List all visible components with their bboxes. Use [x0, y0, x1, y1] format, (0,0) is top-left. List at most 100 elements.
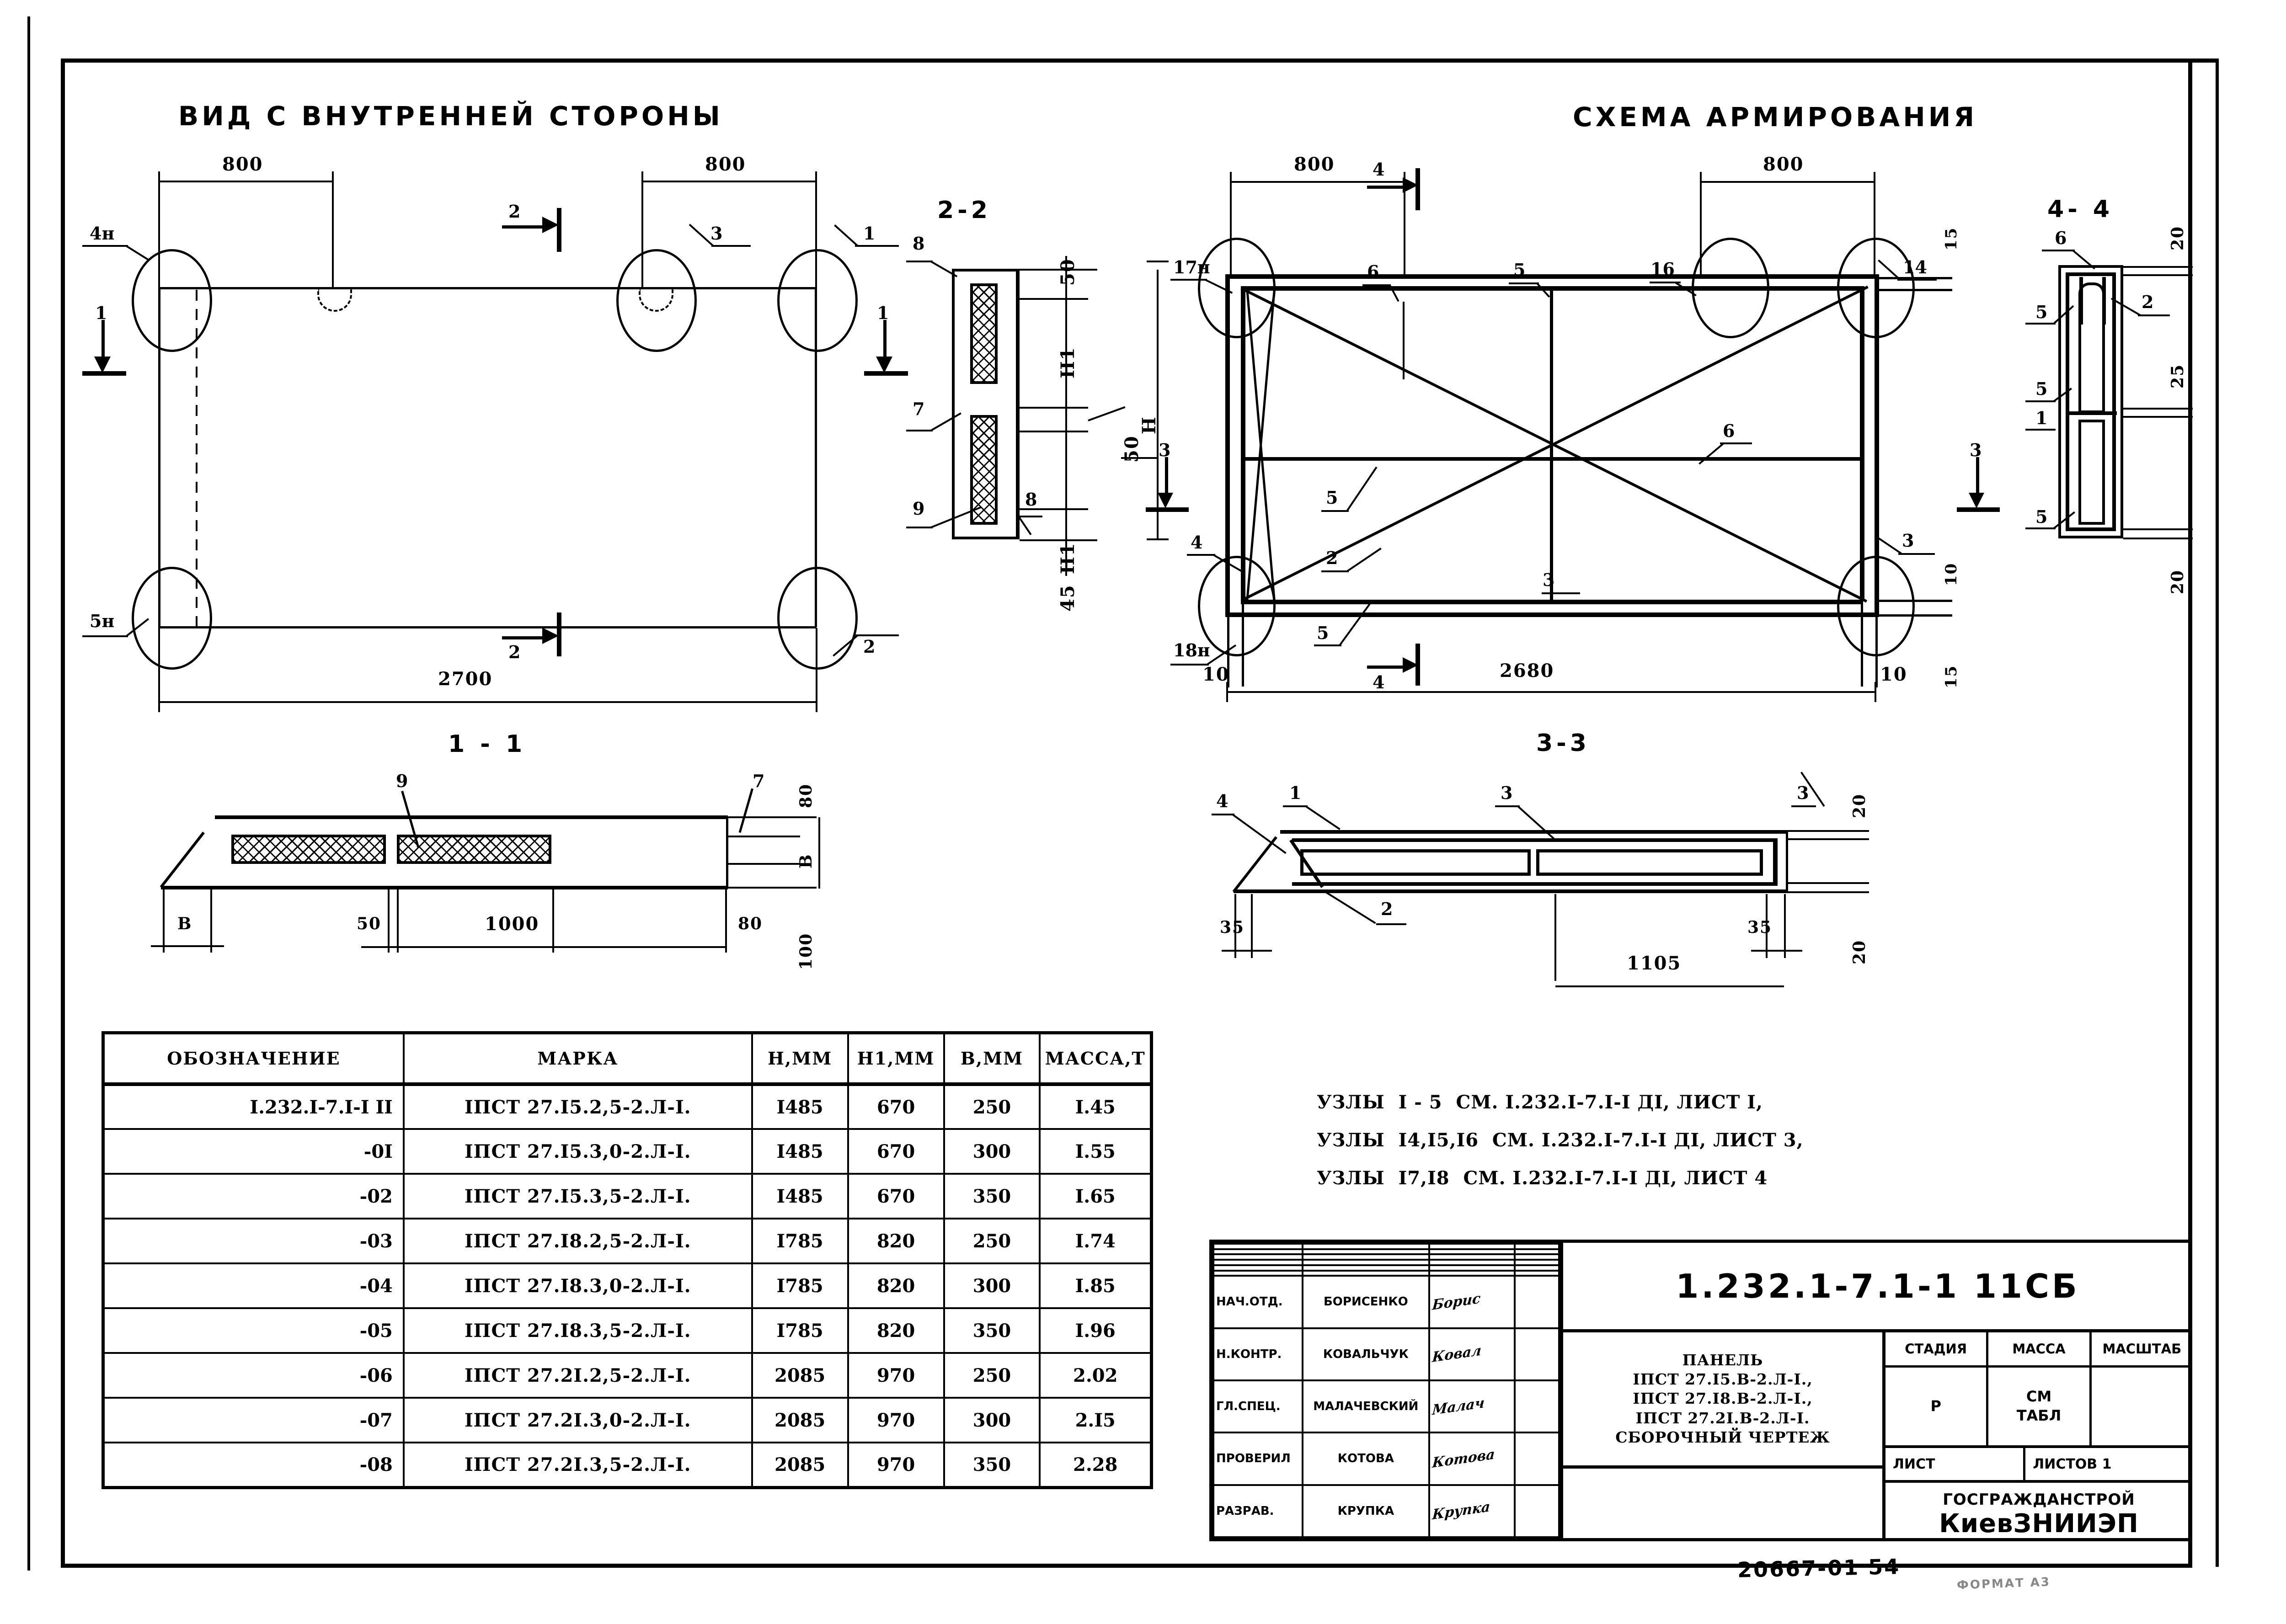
dim-ext-line — [158, 181, 160, 288]
tb-cell — [1428, 1248, 1516, 1256]
cell-h: I485 — [751, 1128, 849, 1175]
mark-label-2-r: 2 — [1326, 548, 1338, 568]
section-arrow-stem — [502, 636, 548, 639]
tb-date — [1514, 1275, 1560, 1329]
dim-label-H1-upper: H1 — [1057, 346, 1079, 378]
cell-mass: I.96 — [1039, 1307, 1153, 1354]
tb-date — [1514, 1379, 1560, 1434]
tb-cell — [1301, 1264, 1431, 1272]
section-4-4-cross-bar — [2066, 411, 2117, 415]
tb-signature: Малач — [1428, 1379, 1516, 1434]
tb-name: КРУПКА — [1301, 1484, 1431, 1539]
mark-label-2: 2 — [863, 636, 876, 657]
dim-ext-line — [1404, 181, 1405, 278]
dim-tick-line — [1020, 508, 1088, 510]
section-arrow-stem — [1976, 457, 1979, 496]
mark-label-5-mid: 5 — [1326, 487, 1338, 508]
mark-label-7: 7 — [913, 399, 925, 419]
dim-tick-line — [1020, 431, 1088, 432]
section-arrow-stem — [101, 320, 105, 361]
dim-label-800-right-2: 800 — [1763, 154, 1804, 175]
tb-cell — [1514, 1269, 1560, 1277]
mark-label-6-44: 6 — [2055, 228, 2067, 248]
node-circle-1 — [777, 249, 858, 352]
cell-mass: 2.I5 — [1039, 1397, 1153, 1443]
leader-line — [1495, 805, 1520, 807]
tb-role: РАЗРАВ. — [1212, 1484, 1303, 1539]
dim-line-800-left-2 — [1231, 181, 1405, 183]
org-line-1: ГОСГРАЖДАНСТРОЙ — [1943, 1491, 2135, 1509]
mass-value-line2: ТАБЛ — [2016, 1407, 2062, 1424]
tb-cell — [1301, 1243, 1431, 1250]
notes-block: УЗЛЫ I - 5 СМ. I.232.I-7.I-I ДI, ЛИСТ I,… — [1317, 1092, 1804, 1205]
tb-cell — [1428, 1253, 1516, 1261]
dim-line — [1222, 950, 1272, 952]
dim-ext-line — [1230, 181, 1232, 278]
mark-label-3-rr: 3 — [1902, 530, 1914, 551]
dim-line — [1787, 882, 1869, 884]
cell-h1: 670 — [847, 1128, 945, 1175]
leader-line — [1314, 644, 1341, 646]
mass-value-line1: СМ — [2026, 1388, 2052, 1406]
dim-line-v — [818, 817, 820, 889]
insulation-block-upper — [970, 283, 998, 384]
tb-name: МАЛАЧЕВСКИЙ — [1301, 1379, 1431, 1434]
mark-label-6: 6 — [1367, 261, 1379, 282]
cell-mark: IПСТ 27.2I.3,0-2.Л-I. — [402, 1397, 753, 1443]
th-mark: МАРКА — [402, 1032, 753, 1085]
tb-role: Н.КОНТР. — [1212, 1327, 1303, 1381]
leader-line — [2025, 527, 2056, 529]
leader-line — [82, 245, 128, 247]
panel-line-3: IПСТ 27.I8.В-2.Л-I., — [1633, 1390, 1813, 1408]
cell-b: 350 — [943, 1442, 1041, 1488]
scale-header: МАСШТАБ — [2102, 1341, 2182, 1357]
tb-empty-row — [1212, 1253, 1560, 1261]
mark-label-1: 1 — [863, 223, 876, 244]
dim-line-800-left — [159, 181, 333, 182]
dim-label-1105: 1105 — [1627, 953, 1682, 974]
dim-line — [2123, 266, 2193, 268]
tb-empty-row — [1212, 1243, 1560, 1250]
leader-line — [1187, 554, 1215, 556]
cell-h: 2085 — [751, 1352, 849, 1399]
leader-line — [1542, 592, 1580, 594]
cell-h: I485 — [751, 1083, 849, 1130]
cell-mass: I.74 — [1039, 1218, 1153, 1264]
tb-cell — [1428, 1269, 1516, 1277]
mark-label-2-44: 2 — [2142, 292, 2154, 312]
section-arrow-head — [1969, 493, 1984, 508]
dim-ext-line — [397, 889, 399, 953]
cage-outer-bottom — [1225, 612, 1879, 617]
tb-name: БОРИСЕНКО — [1301, 1275, 1431, 1329]
dim-tick-line — [1020, 298, 1088, 300]
cell-h: I785 — [751, 1262, 849, 1309]
leader-line — [1897, 279, 1937, 281]
tb-name: КОТОВА — [1301, 1432, 1431, 1486]
section-cut-tick — [1415, 168, 1420, 210]
dim-tick — [1875, 682, 1876, 702]
leader-line — [1509, 282, 1539, 284]
stage-value: Р — [1885, 1368, 1989, 1445]
cell-h1: 970 — [847, 1397, 945, 1443]
signature-glyph: Крупка — [1431, 1499, 1491, 1523]
cell-h1: 970 — [847, 1352, 945, 1399]
tb-role: ПРОВЕРИЛ — [1212, 1432, 1303, 1486]
panel-line-2: IПСТ 27.I5.В-2.Л-I., — [1633, 1370, 1813, 1389]
dim-label-25: 25 — [2168, 363, 2187, 389]
panel-left-edge — [158, 287, 160, 627]
dim-ext-line — [641, 181, 643, 288]
mark-label-5-bot: 5 — [1317, 623, 1329, 643]
sheet-count-row: ЛИСТ ЛИСТОВ 1 — [1885, 1448, 2192, 1483]
mark-label-18n: 18н — [1173, 640, 1210, 660]
cell-mass: I.85 — [1039, 1262, 1153, 1309]
cell-mark: IПСТ 27.I5.3,0-2.Л-I. — [402, 1128, 753, 1175]
dim-line-2700 — [159, 701, 817, 703]
dim-ext-line — [1251, 894, 1253, 958]
note-line-1: УЗЛЫ I - 5 СМ. I.232.I-7.I-I ДI, ЛИСТ I, — [1317, 1092, 1763, 1113]
cage-inner-right — [1860, 286, 1864, 602]
section-4-4-cage — [2066, 272, 2116, 531]
section-arrow-stem — [502, 225, 548, 229]
